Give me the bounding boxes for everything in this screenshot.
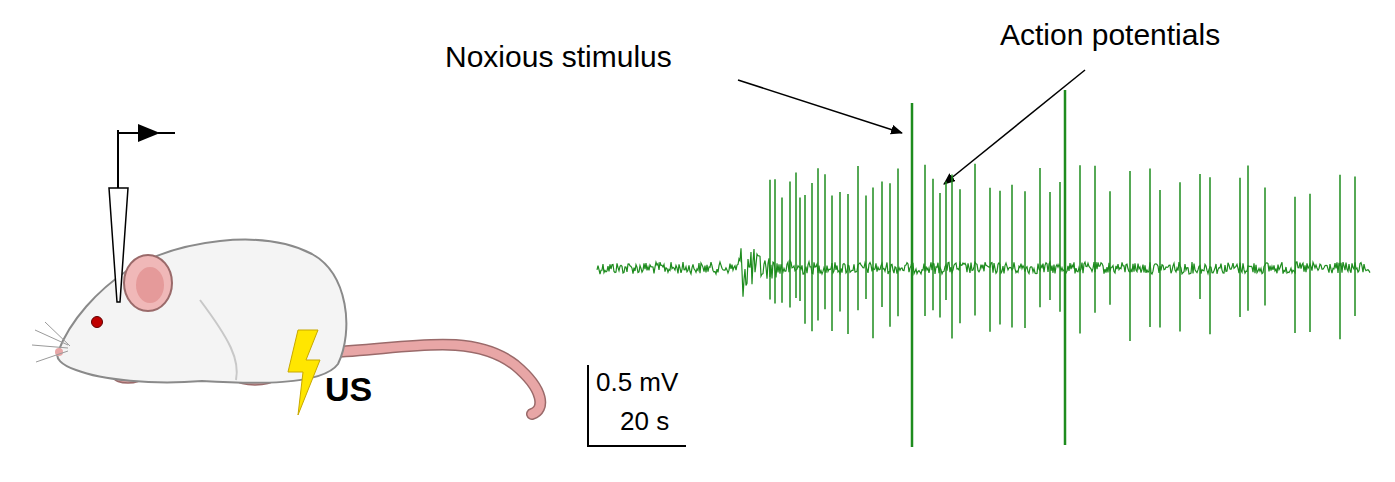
trace-noise [597,248,1370,297]
action-potential [897,168,899,316]
electrode-wire [117,130,119,188]
leader-arrow [738,80,902,133]
action-potential [1149,169,1151,327]
action-potential [847,194,849,334]
action-potential [831,196,833,332]
action-potential [1064,90,1067,445]
scale-value: 0.5 mV [596,369,678,395]
action-potential [769,180,771,300]
action-potential [1049,192,1051,300]
action-potential [789,181,791,307]
action-potential [1159,190,1161,328]
action-potential [857,166,859,310]
action-potential [872,188,874,339]
callout-label: Action potentials [1000,20,1220,50]
shock-bolt [288,330,320,415]
action-potential [774,179,776,303]
mouse-ear-inner [136,267,164,303]
action-potential [945,182,947,301]
action-potential [865,195,867,299]
action-potential [1024,191,1026,328]
action-potential [999,191,1001,325]
action-potential [1294,197,1296,333]
action-potential [924,165,926,316]
action-potential [799,198,801,301]
action-potential [795,172,797,298]
action-potential [889,183,891,327]
whiskers [32,322,70,362]
action-potential [959,189,961,323]
action-potential [1354,177,1356,316]
action-potential [1247,166,1249,311]
action-potential [951,175,953,339]
action-potential [824,174,826,309]
action-potential [1199,174,1201,299]
action-potential [1339,175,1341,340]
scale-value: 20 s [620,408,669,434]
action-potential [1179,182,1181,331]
action-potential [1039,168,1041,307]
action-potential [1239,178,1241,317]
stimulus-label: US [325,372,372,406]
action-potential [1011,185,1013,328]
action-potential [989,188,991,332]
mouse-ear [124,255,172,311]
action-potential [839,192,841,312]
action-potential [1109,191,1111,305]
action-potential [804,195,806,324]
action-potential [1079,165,1081,333]
action-potential [881,181,883,307]
action-potential [939,193,941,318]
action-potential [1059,182,1061,312]
action-potential [781,198,783,303]
recording-pipette [109,188,128,302]
mouse-haunch [200,300,237,380]
action-potential [811,183,813,331]
scale-bar [588,365,686,446]
action-potential [817,168,819,320]
action-potential [1264,187,1266,305]
action-potential [911,103,914,447]
action-potential [1209,177,1211,334]
mouse-eye [92,317,103,328]
action-potential [932,179,934,311]
amplifier-symbol [138,124,160,142]
voltage-trace [597,90,1370,447]
action-potential [1129,171,1131,341]
callout-label: Noxious stimulus [445,42,672,72]
action-potential [974,164,976,316]
action-potential [1309,194,1311,332]
action-potential [1094,166,1096,313]
